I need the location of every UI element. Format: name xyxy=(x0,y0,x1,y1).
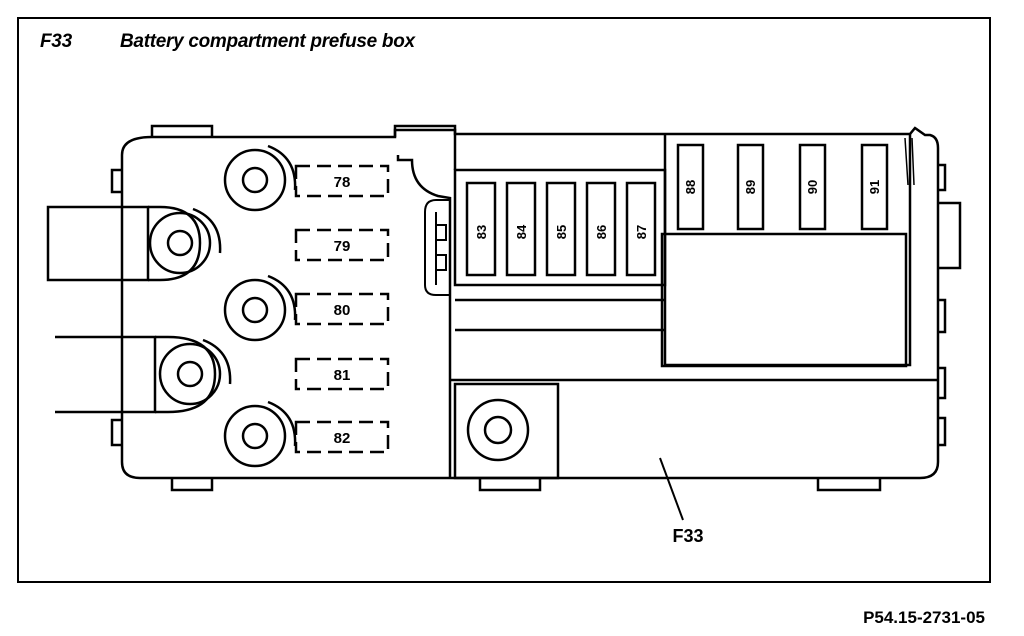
cable-upper-clamp xyxy=(148,205,202,282)
fuse-88-label: 88 xyxy=(683,180,698,194)
fuse-90-label: 90 xyxy=(805,180,820,194)
right-tab-3 xyxy=(938,298,947,334)
fuse-86-label: 86 xyxy=(594,225,609,239)
right-tab-4 xyxy=(938,366,947,400)
header-code: F33 xyxy=(40,31,72,52)
stud-terminal-1 xyxy=(223,144,297,212)
fuse-85-label: 85 xyxy=(554,225,569,239)
reference-number: P54.15-2731-05 xyxy=(863,608,985,627)
fuse-78-label: 78 xyxy=(334,174,351,191)
fuse-80-label: 80 xyxy=(334,302,351,319)
fuse-79: 79 xyxy=(294,228,390,262)
fuse-89: 89 xyxy=(736,143,765,231)
fuse-88: 88 xyxy=(676,143,705,231)
fuse-87: 87 xyxy=(625,181,657,277)
clip-latch xyxy=(424,199,450,296)
fuse-91: 91 xyxy=(860,143,889,231)
housing-outline xyxy=(120,126,940,480)
fuse-81: 81 xyxy=(294,357,390,391)
fuse-87-label: 87 xyxy=(634,225,649,239)
stud-terminal-4 xyxy=(158,338,232,406)
right-tab-2 xyxy=(938,201,962,270)
fuse-90: 90 xyxy=(798,143,827,231)
diagram-frame xyxy=(17,17,991,583)
stud-terminal-6 xyxy=(466,398,530,462)
right-tab-1 xyxy=(938,163,947,192)
left-tab-top xyxy=(110,168,122,194)
callout-leader xyxy=(659,457,684,521)
right-bay-edge xyxy=(904,137,915,186)
mid-bay-divider xyxy=(455,298,665,332)
top-tab-middle xyxy=(393,124,457,137)
bottom-tab-3 xyxy=(816,478,882,492)
fuse-82: 82 xyxy=(294,420,390,454)
fuse-84-label: 84 xyxy=(514,224,529,239)
fuse-91-label: 91 xyxy=(867,180,882,194)
stud-housing xyxy=(453,382,560,480)
bottom-tab-1 xyxy=(170,478,214,492)
fuse-81-label: 81 xyxy=(334,367,351,384)
header-title: Battery compartment prefuse box xyxy=(120,31,415,52)
stud-terminal-3 xyxy=(223,274,297,342)
fuse-79-label: 79 xyxy=(334,238,351,255)
fuse-83-label: 83 xyxy=(474,225,489,239)
fuse-78: 78 xyxy=(294,164,390,198)
relay-block xyxy=(660,232,908,368)
stud-terminal-5 xyxy=(223,400,297,468)
cable-lower-clamp xyxy=(155,335,217,414)
fuse-89-label: 89 xyxy=(743,180,758,194)
stud-terminal-2 xyxy=(148,207,222,275)
fuse-85: 85 xyxy=(545,181,577,277)
partition-wall xyxy=(396,155,452,478)
fuse-86: 86 xyxy=(585,181,617,277)
right-tab-5 xyxy=(938,416,947,447)
fuse-80: 80 xyxy=(294,292,390,326)
top-tab-left xyxy=(150,124,214,137)
cable-lower xyxy=(55,335,157,414)
bottom-tab-2 xyxy=(478,478,542,492)
fuse-83: 83 xyxy=(465,181,497,277)
fuse-82-label: 82 xyxy=(334,430,351,447)
left-tab-bottom xyxy=(110,418,122,447)
cable-upper xyxy=(46,205,150,282)
fuse-84: 84 xyxy=(505,181,537,277)
callout-label: F33 xyxy=(672,526,703,546)
